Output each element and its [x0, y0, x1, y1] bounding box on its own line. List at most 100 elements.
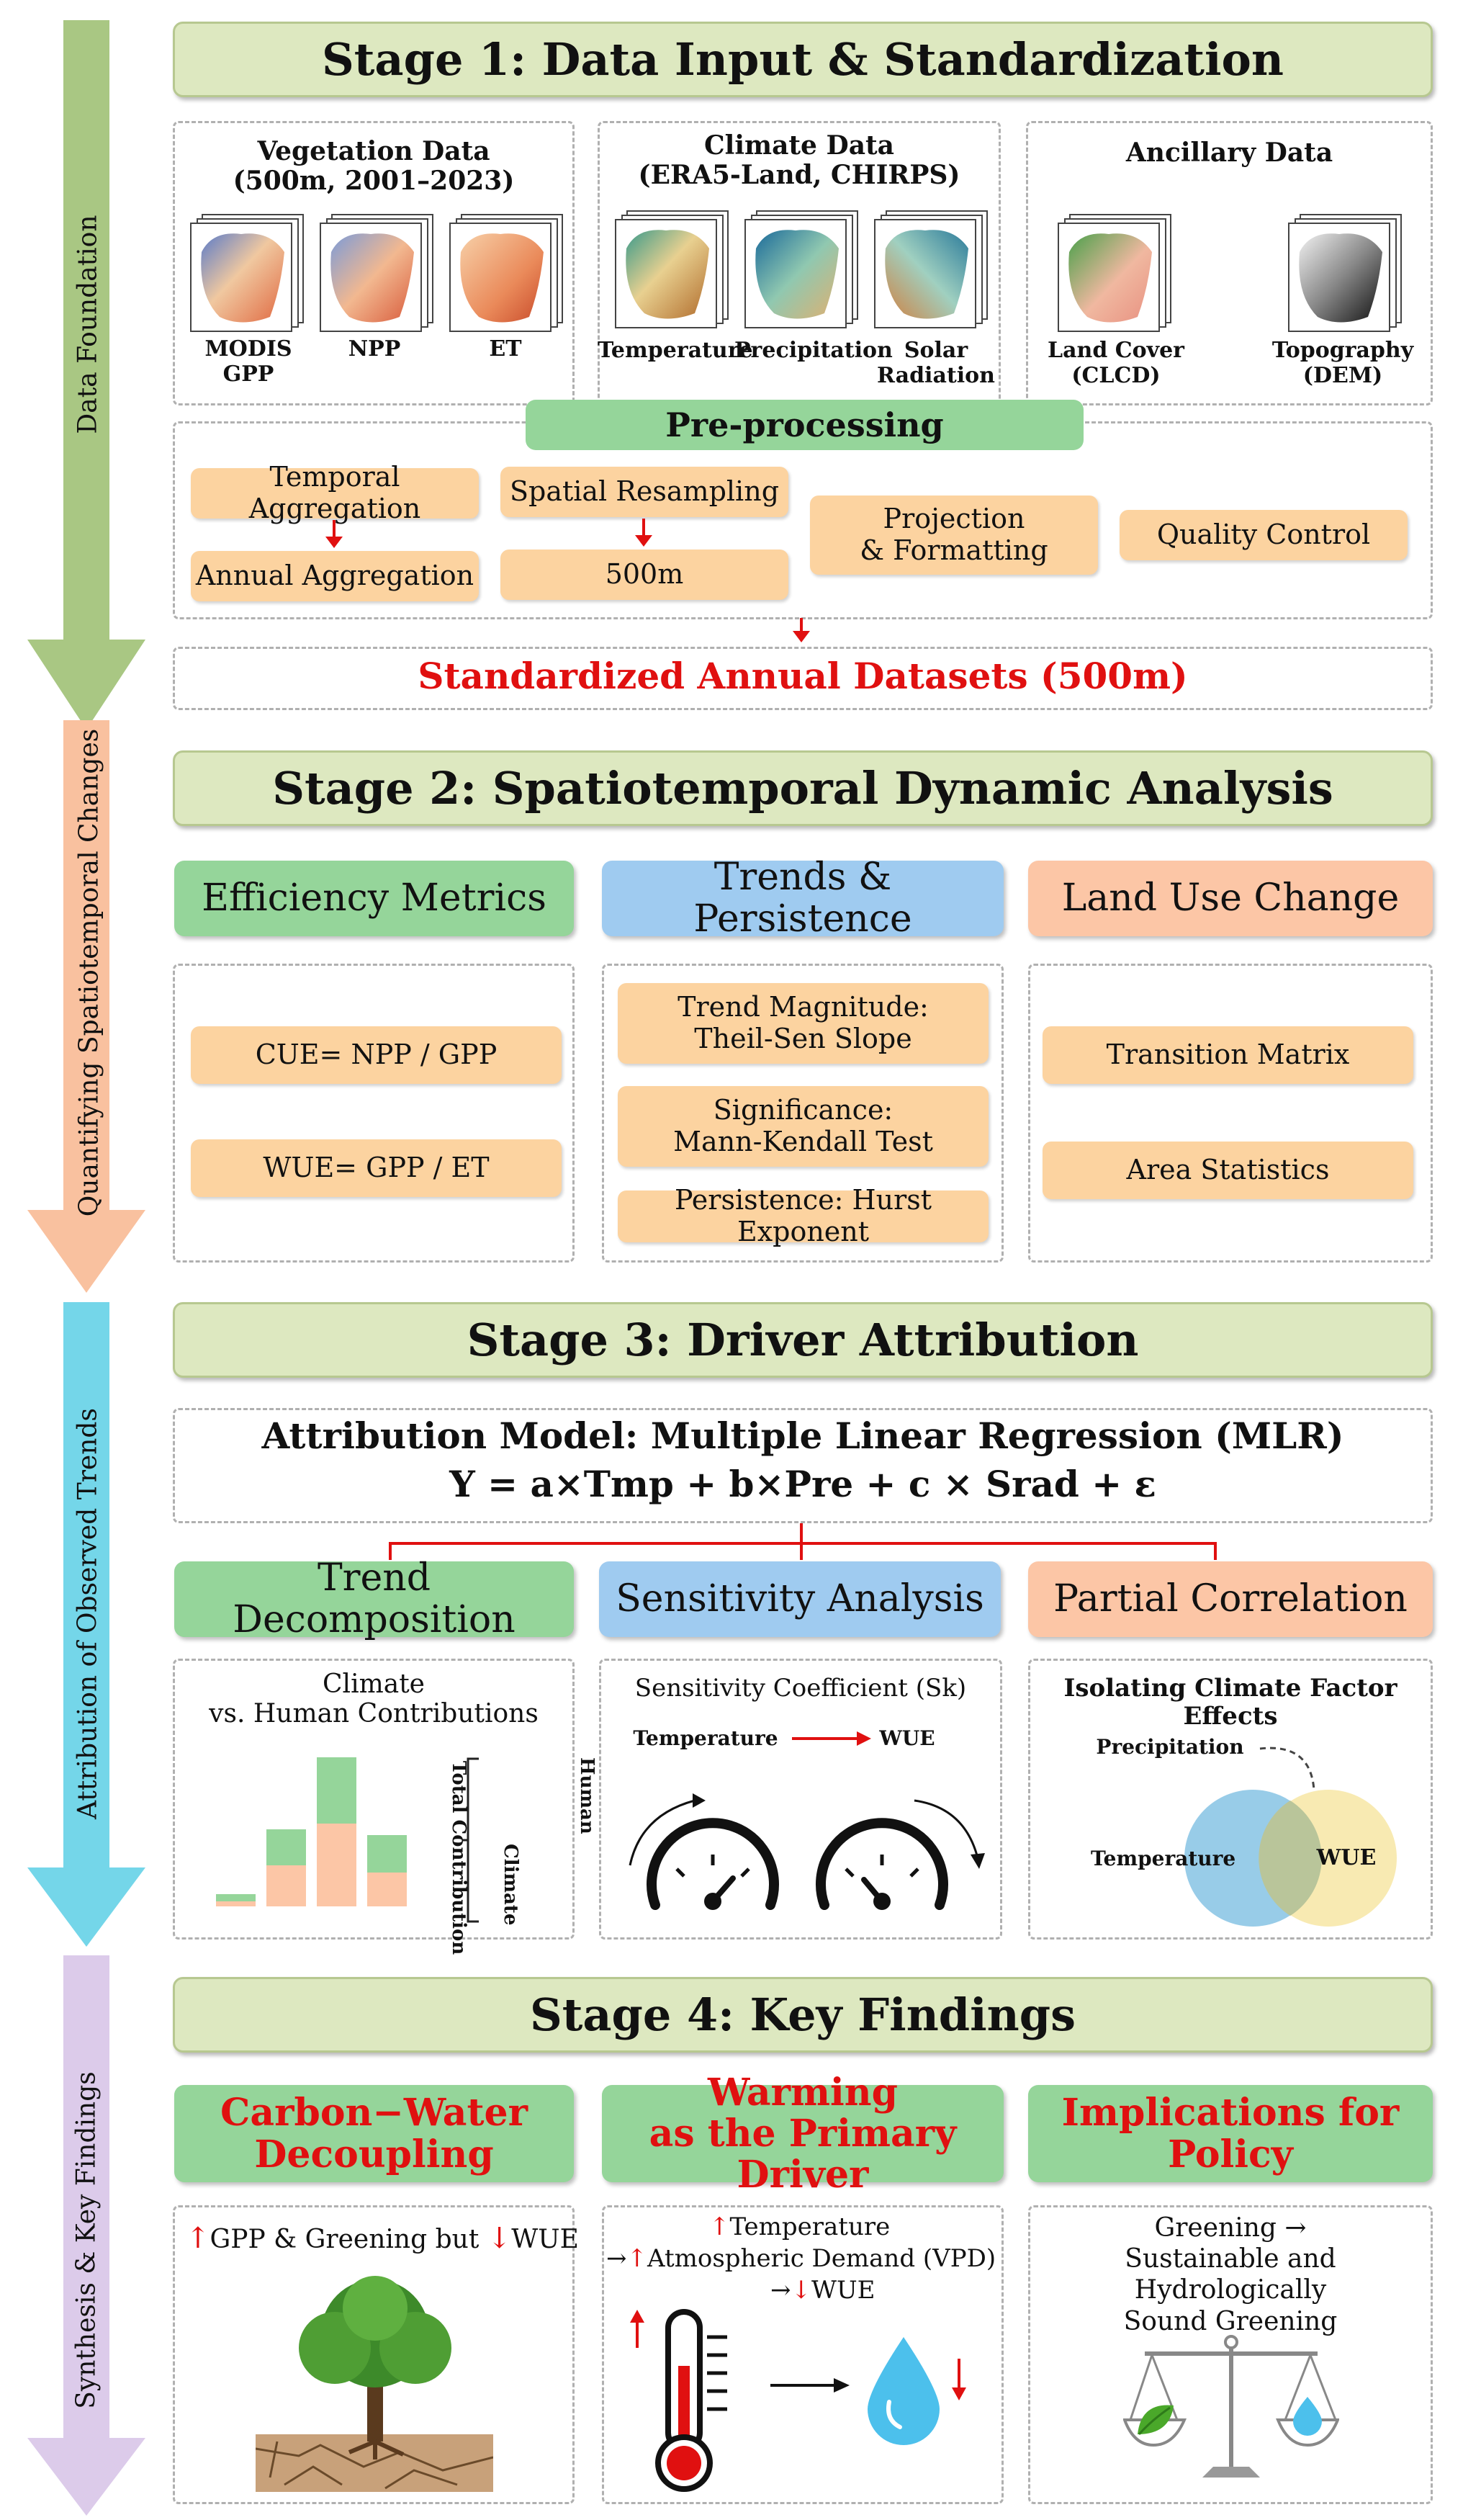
- topography-label-1: Topography: [1271, 338, 1414, 363]
- bar2-climate: [266, 1829, 306, 1865]
- up-arrow-icon: ↑: [186, 2222, 210, 2255]
- decoupling-text: ↑GPP & Greening but ↓WUE: [186, 2222, 579, 2255]
- temperature-map-icon: [615, 210, 729, 328]
- arrow-down-icon: [793, 631, 810, 642]
- warming-line3: →↓WUE: [770, 2276, 875, 2305]
- policy-line1: Greening →: [1154, 2213, 1307, 2243]
- warming-line3-text: WUE: [811, 2276, 875, 2305]
- attribution-model-title: Attribution Model: Multiple Linear Regre…: [261, 1414, 1344, 1457]
- decoupling-head: Carbon−Water Decoupling: [174, 2085, 574, 2182]
- gauge-icons: [629, 1793, 985, 1910]
- sensitivity-title: Sensitivity Coefficient (Sk): [634, 1674, 967, 1703]
- arrow-down-icon: [325, 537, 343, 548]
- arrow-spatial-to-res-line: [642, 519, 645, 539]
- partial-title: Isolating Climate Factor Effects: [1063, 1674, 1397, 1731]
- warming-line1-text: Temperature: [729, 2212, 891, 2241]
- vegetation-title: Vegetation Data (500m, 2001–2023): [173, 136, 575, 197]
- vegetation-title-line2: (500m, 2001–2023): [233, 166, 515, 197]
- sensitivity-from: Temperature: [633, 1726, 778, 1750]
- sensitivity-analysis-head: Sensitivity Analysis: [599, 1561, 1001, 1637]
- land-cover-label: Land Cover (CLCD): [1037, 338, 1195, 388]
- sensitivity-analysis-box: [599, 1659, 1002, 1940]
- policy-head-2: Policy: [1168, 2132, 1293, 2176]
- trend-magnitude-line2: Theil-Sen Slope: [694, 1023, 912, 1054]
- arrow-right-icon: [770, 2378, 850, 2393]
- side-arrow-attribution: [27, 1302, 145, 1947]
- ancillary-map-thumbnails: [1058, 214, 1402, 332]
- connector-mid: [800, 1542, 803, 1560]
- bar1-climate: [216, 1894, 256, 1901]
- topography-label: Topography (DEM): [1264, 338, 1422, 388]
- preprocessing-title: Pre-processing: [526, 400, 1084, 450]
- trend-decomp-title-2: vs. Human Contributions: [209, 1699, 539, 1729]
- dem-map-icon: [1288, 214, 1402, 332]
- veg-label-npp: NPP: [348, 336, 401, 362]
- stage2-title: Stage 2: Spatiotemporal Dynamic Analysis: [173, 750, 1433, 826]
- balance-scale-icon: [1123, 2335, 1339, 2478]
- water-drop-icon: [1293, 2397, 1322, 2436]
- arrow-down-icon: [635, 535, 652, 547]
- decoupling-head-1: Carbon−Water: [220, 2091, 528, 2135]
- down-arrow-icon: ↓: [487, 2222, 512, 2255]
- arrow-to-standardized-line: [800, 618, 803, 634]
- warming-head-2: as the Primary Driver: [649, 2111, 957, 2197]
- solar-radiation-map-icon: [874, 210, 988, 328]
- trend-decomp-title: Climate vs. Human Contributions: [173, 1669, 575, 1729]
- standardized-datasets-box: [173, 647, 1433, 710]
- legend-bracket-icon: [462, 1757, 479, 1923]
- annual-aggregation-box: Annual Aggregation: [191, 551, 479, 601]
- transition-matrix-box: Transition Matrix: [1043, 1026, 1413, 1084]
- spatial-resampling-box: Spatial Resampling: [500, 467, 788, 517]
- precipitation-map-icon: [744, 210, 858, 328]
- bar2-human: [266, 1865, 306, 1907]
- decoupling-head-2: Decoupling: [254, 2132, 494, 2176]
- projection-line1: Projection: [883, 503, 1025, 535]
- policy-head: Implications for Policy: [1028, 2085, 1433, 2182]
- climate-label-temperature: Temperature: [598, 338, 753, 363]
- temporal-aggregation-box: Temporal Aggregation: [191, 461, 479, 524]
- bar4-human: [367, 1873, 407, 1907]
- bar3-climate: [317, 1757, 356, 1824]
- climate-label-solar-1: Solar: [904, 338, 968, 363]
- et-map-icon: [449, 214, 563, 332]
- attribution-equation: Y = a×Tmp + b×Pre + c × Srad + ε: [449, 1463, 1156, 1505]
- efficiency-metrics-box: [173, 964, 575, 1263]
- land-cover-map-icon: [1058, 214, 1171, 332]
- policy-line3: Sound Greening: [1123, 2306, 1338, 2336]
- side-arrow-data-foundation: [27, 20, 145, 730]
- significance-line1: Significance:: [713, 1094, 893, 1126]
- trend-decomp-title-1: Climate: [323, 1669, 425, 1699]
- policy-line2: Sustainable and Hydrologically: [1125, 2244, 1336, 2305]
- down-arrow-icon: ↓: [791, 2276, 812, 2305]
- stage1-title: Stage 1: Data Input & Standardization: [173, 22, 1433, 97]
- land-cover-label-2: (CLCD): [1071, 362, 1161, 388]
- warming-line2: →↑Atmospheric Demand (VPD): [606, 2244, 996, 2273]
- climate-title: Climate Data (ERA5-Land, CHIRPS): [598, 130, 1001, 191]
- veg-label-gpp: MODIS GPP: [204, 336, 292, 387]
- land-cover-label-1: Land Cover: [1048, 338, 1184, 363]
- bar3-human: [317, 1824, 356, 1907]
- side-label-data-foundation: Data Foundation: [73, 215, 103, 434]
- side-label-synthesis: Synthesis & Key Findings: [71, 2071, 102, 2409]
- decoupling-text-b: WUE: [511, 2225, 579, 2254]
- side-arrow-synthesis: [27, 1955, 145, 2516]
- connector-left: [389, 1542, 392, 1560]
- up-arrow-icon: ↑: [709, 2212, 730, 2241]
- gauge-left-icon: [647, 1818, 779, 1910]
- arrow-right-icon: [792, 1731, 871, 1746]
- tree-on-cracked-earth-icon: [256, 2276, 493, 2492]
- warming-line1: ↑Temperature: [709, 2212, 890, 2241]
- climate-map-thumbnails: [615, 210, 988, 328]
- policy-text: Greening → Sustainable and Hydrologicall…: [1028, 2212, 1433, 2337]
- stacked-bar-illustration: [209, 1757, 418, 1908]
- vegetation-map-thumbnails: [190, 214, 563, 332]
- trend-magnitude-box: Trend Magnitude: Theil-Sen Slope: [618, 983, 989, 1064]
- persistence-box: Persistence: Hurst Exponent: [618, 1184, 989, 1247]
- topography-label-2: (DEM): [1302, 362, 1383, 388]
- trend-decomposition-head: Trend Decomposition: [174, 1558, 574, 1640]
- npp-map-icon: [320, 214, 433, 332]
- area-statistics-box: Area Statistics: [1043, 1142, 1413, 1199]
- significance-line2: Mann-Kendall Test: [673, 1126, 933, 1157]
- standardized-datasets-label: Standardized Annual Datasets (500m): [418, 655, 1188, 697]
- partial-wue: WUE: [1316, 1845, 1377, 1870]
